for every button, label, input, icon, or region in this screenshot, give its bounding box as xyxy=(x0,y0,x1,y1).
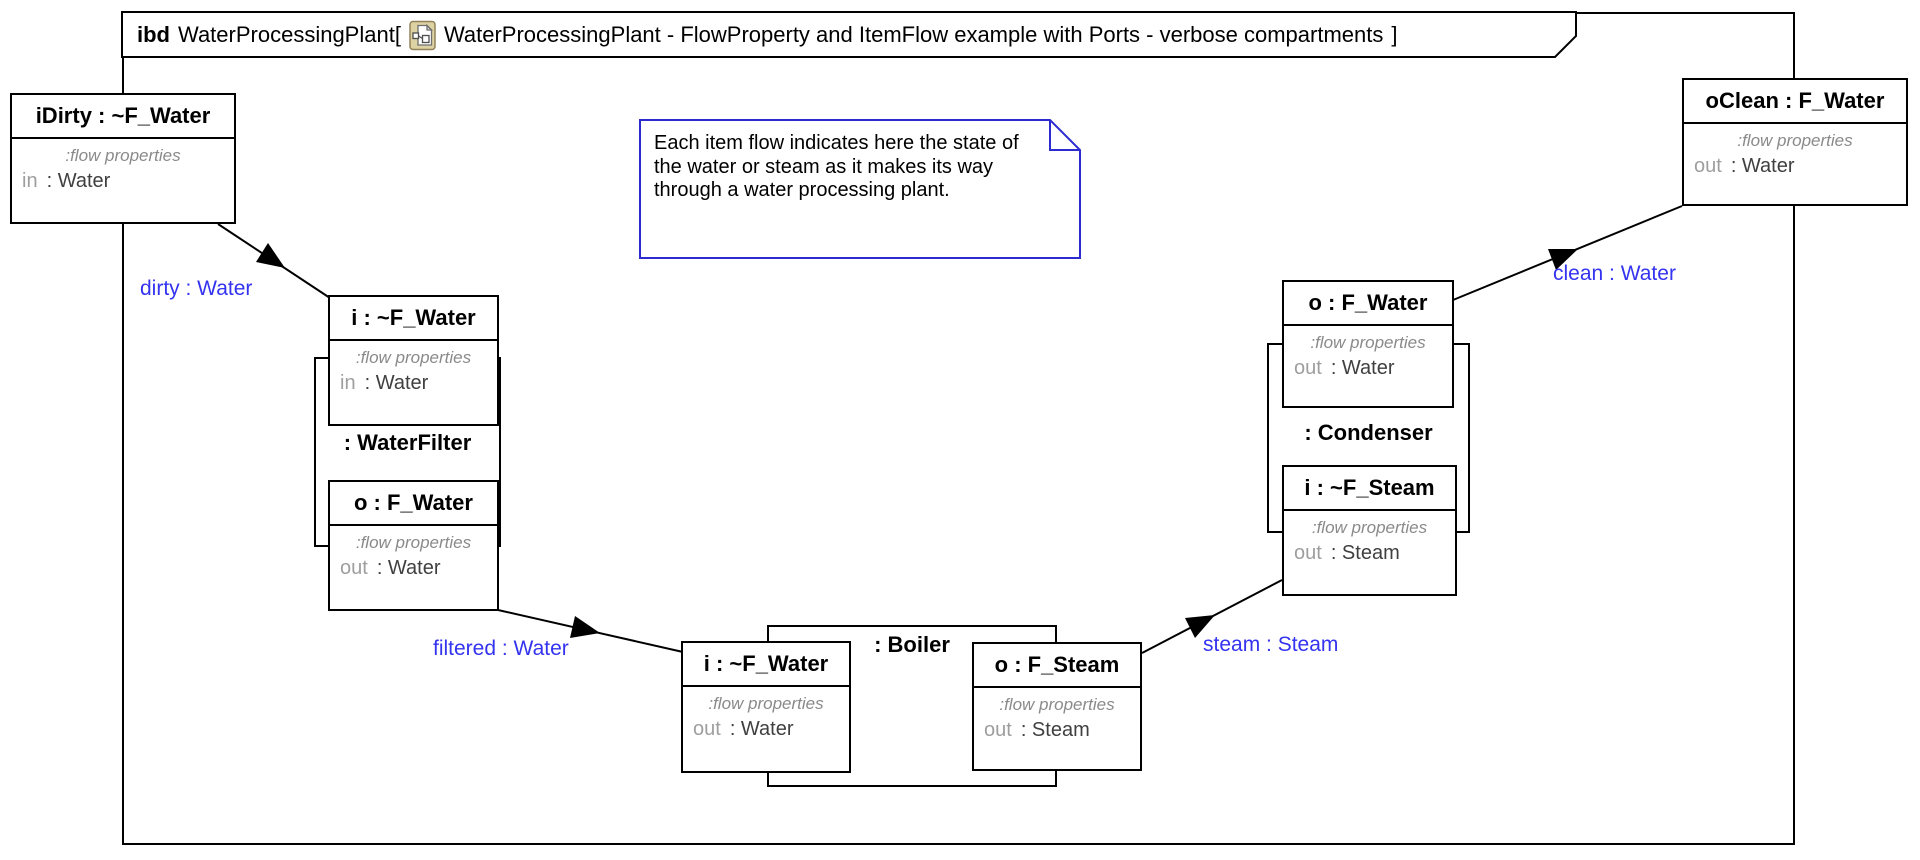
flow-properties-caption: :flow properties xyxy=(65,146,181,165)
flow-direction: out xyxy=(1694,155,1722,177)
flow-properties-caption: :flow properties xyxy=(1737,131,1853,150)
port-header: i : ~F_Steam xyxy=(1284,467,1455,511)
flow-type: : Steam xyxy=(1330,542,1400,564)
flow-type: : Water xyxy=(729,718,794,740)
itemflow-label-dirty: dirty : Water xyxy=(140,277,253,300)
flow-property-row: out : Steam xyxy=(974,719,1140,742)
port-condenser-i: i : ~F_Steam :flow properties out : Steam xyxy=(1282,465,1457,596)
port-block-oclean: oClean : F_Water :flow properties out : W… xyxy=(1682,78,1908,206)
flow-property-row: out : Water xyxy=(1284,357,1452,380)
flow-direction: out xyxy=(984,719,1012,741)
port-header: i : ~F_Water xyxy=(330,297,497,341)
port-boiler-i: i : ~F_Water :flow properties out : Water xyxy=(681,641,851,773)
arrowhead-steam-icon xyxy=(1185,615,1215,638)
port-oclean-header: oClean : F_Water xyxy=(1684,80,1906,124)
part-boiler-label: : Boiler xyxy=(874,632,950,657)
flow-type: : Water xyxy=(46,170,111,192)
port-header: o : F_Steam xyxy=(974,644,1140,688)
itemflow-label-steam: steam : Steam xyxy=(1203,633,1339,656)
itemflow-label-clean: clean : Water xyxy=(1553,262,1676,285)
note-text: Each item flow indicates here the state … xyxy=(654,132,1019,201)
part-condenser-label: : Condenser xyxy=(1304,420,1433,445)
port-header: o : F_Water xyxy=(1284,282,1452,326)
flow-property-row: out : Steam xyxy=(1284,542,1455,565)
port-waterfilter-o: o : F_Water :flow properties out : Water xyxy=(328,480,499,611)
frame-kind-label: ibd xyxy=(137,22,170,47)
flow-property-row: out : Water xyxy=(683,718,849,741)
frame-title-tab xyxy=(121,11,1577,58)
note-fold-corner-icon xyxy=(1049,120,1080,151)
flow-type: : Water xyxy=(1330,357,1395,379)
flow-direction: in xyxy=(22,170,38,192)
arrowhead-filtered-icon xyxy=(570,616,600,638)
diagram-icon xyxy=(409,20,436,51)
flow-type: : Water xyxy=(364,372,429,394)
flow-properties-caption: :flow properties xyxy=(355,533,472,552)
port-waterfilter-i: i : ~F_Water :flow properties in : Water xyxy=(328,295,499,426)
frame-name-label: WaterProcessingPlant[ xyxy=(178,22,401,47)
frame-close-bracket: ] xyxy=(1391,22,1398,47)
port-block-idirty: iDirty : ~F_Water :flow properties in : W… xyxy=(10,93,236,224)
flow-properties-caption: :flow properties xyxy=(1311,518,1428,537)
port-idirty-header: iDirty : ~F_Water xyxy=(12,95,234,139)
flow-properties-caption: :flow properties xyxy=(708,694,824,713)
flow-type: : Steam xyxy=(1020,719,1090,741)
note-shape xyxy=(639,119,1081,259)
flow-direction: out xyxy=(1294,357,1322,379)
flow-direction: out xyxy=(340,557,368,579)
arrowhead-clean-icon xyxy=(1548,249,1578,270)
itemflow-label-filtered: filtered : Water xyxy=(433,637,569,660)
flow-properties-caption: :flow properties xyxy=(355,348,472,367)
flow-type: : Water xyxy=(1730,155,1795,177)
flow-property-row: out : Water xyxy=(1684,155,1906,178)
port-header: o : F_Water xyxy=(330,482,497,526)
flow-properties-caption: :flow properties xyxy=(1310,333,1426,352)
flow-property-row: in : Water xyxy=(12,170,234,193)
port-condenser-o: o : F_Water :flow properties out : Water xyxy=(1282,280,1454,408)
flow-type: : Water xyxy=(376,557,441,579)
flow-direction: in xyxy=(340,372,356,394)
frame-diagram-name-label: WaterProcessingPlant - FlowProperty and … xyxy=(443,22,1384,47)
frame-title: ibd WaterProcessingPlant[ WaterProcessin… xyxy=(137,19,1398,51)
part-waterfilter-label: : WaterFilter xyxy=(343,430,472,455)
arrowhead-dirty-icon xyxy=(256,243,285,268)
port-boiler-o: o : F_Steam :flow properties out : Steam xyxy=(972,642,1142,771)
flow-property-row: out : Water xyxy=(330,557,497,580)
flow-property-row: in : Water xyxy=(330,372,497,395)
port-header: i : ~F_Water xyxy=(683,643,849,687)
flow-direction: out xyxy=(693,718,721,740)
flow-direction: out xyxy=(1294,542,1322,564)
flow-properties-caption: :flow properties xyxy=(999,695,1115,714)
